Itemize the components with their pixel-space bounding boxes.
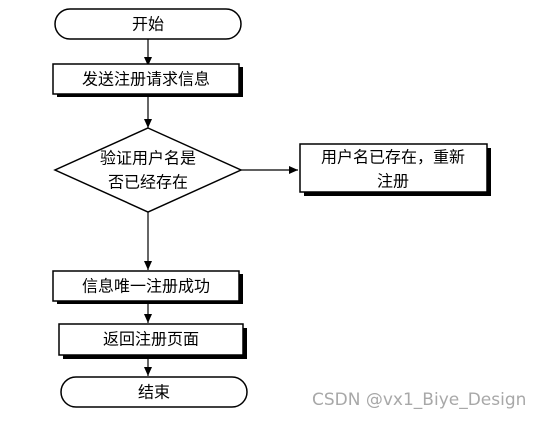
username-exists-label-line1: 用户名已存在，重新 [321,148,465,167]
verify-label-line2: 否已经存在 [108,173,188,192]
username-exists-label-line2: 注册 [377,172,409,191]
end-label: 结束 [138,383,170,402]
register-success-label: 信息唯一注册成功 [82,277,210,296]
username-exists-node: 用户名已存在，重新 注册 [299,143,491,196]
watermark: CSDN @vx1_Biye_Design [312,390,527,410]
send-request-label: 发送注册请求信息 [82,70,210,89]
start-node: 开始 [54,8,242,40]
register-success-node: 信息唯一注册成功 [52,270,243,304]
return-page-label: 返回注册页面 [103,330,199,349]
send-request-node: 发送注册请求信息 [52,63,243,97]
end-node: 结束 [60,376,248,408]
verify-decision-node: 验证用户名是 否已经存在 [53,127,243,213]
verify-label-line1: 验证用户名是 [100,149,196,168]
return-page-node: 返回注册页面 [58,323,247,359]
start-label: 开始 [132,15,164,34]
